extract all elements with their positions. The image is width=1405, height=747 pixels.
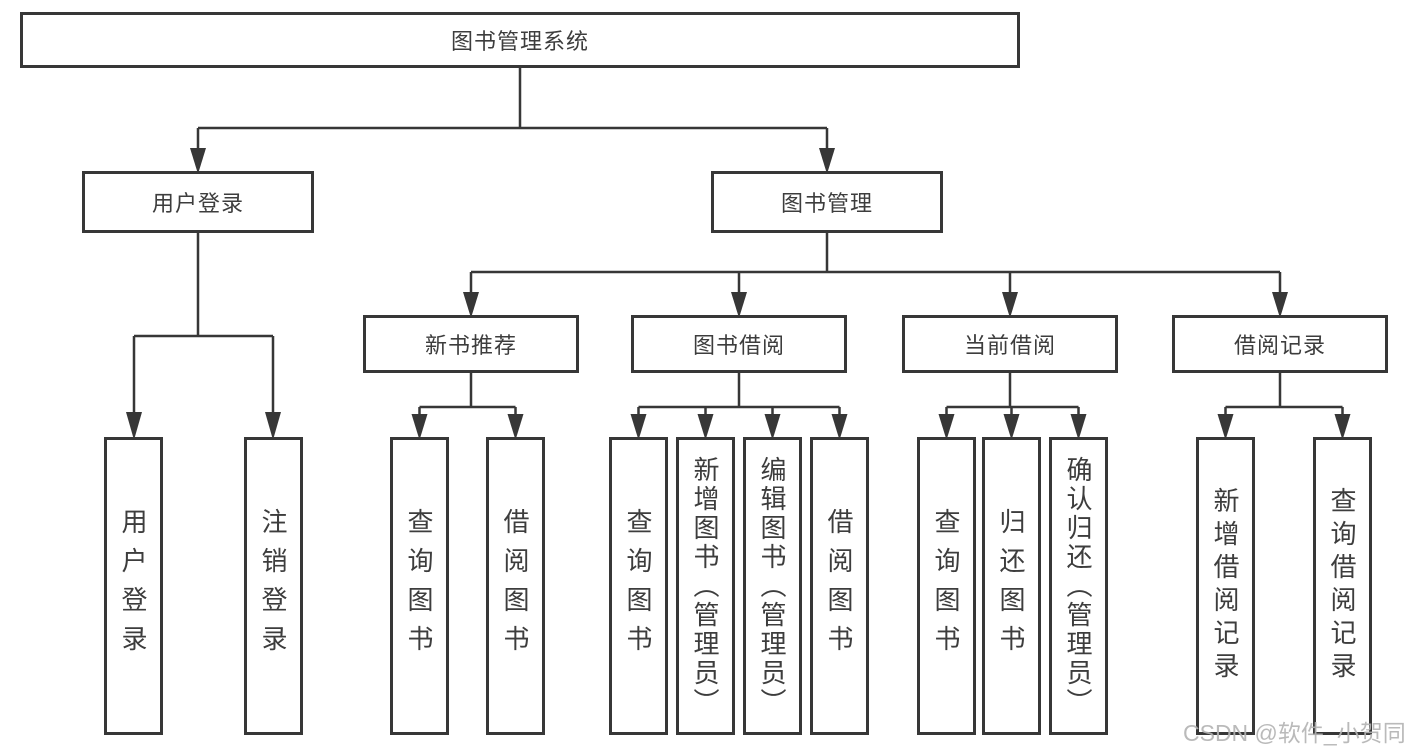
leaf-query-borrow-record: 查询借阅记录 (1313, 437, 1372, 735)
node-user-login: 用户登录 (82, 171, 314, 233)
connector-user-login-to-leaves (126, 233, 281, 440)
leaf-edit-book-admin: 编辑图书（管理员） (743, 437, 802, 735)
node-library-system: 图书管理系统 (20, 12, 1020, 68)
connector-current-borrow-to-leaves (938, 373, 1087, 440)
node-current-borrow: 当前借阅 (902, 315, 1118, 373)
leaf-query-books: 查询图书 (609, 437, 668, 735)
leaf-return-books: 归还图书 (982, 437, 1041, 735)
csdn-watermark: CSDN @软件_小贺同学 (1183, 720, 1405, 746)
leaf-borrow-books: 借阅图书 (486, 437, 545, 735)
leaf-add-borrow-record: 新增借阅记录 (1196, 437, 1255, 735)
connector-book-borrow-to-leaves (630, 373, 848, 440)
node-new-book-recommend: 新书推荐 (363, 315, 579, 373)
leaf-query-books: 查询图书 (390, 437, 449, 735)
leaf-borrow-books: 借阅图书 (810, 437, 869, 735)
connector-new-book-to-leaves (411, 373, 524, 440)
node-book-borrow: 图书借阅 (631, 315, 847, 373)
leaf-logout-login: 注销登录 (244, 437, 303, 735)
node-book-management: 图书管理 (711, 171, 943, 233)
leaf-confirm-return-admin: 确认归还（管理员） (1049, 437, 1108, 735)
connector-root-to-level2 (190, 68, 835, 174)
connector-book-management-to-level3 (463, 233, 1288, 318)
leaf-user-login: 用户登录 (104, 437, 163, 735)
node-borrow-records: 借阅记录 (1172, 315, 1388, 373)
leaf-query-books: 查询图书 (917, 437, 976, 735)
leaf-add-book-admin: 新增图书（管理员） (676, 437, 735, 735)
connector-borrow-records-to-leaves (1217, 373, 1351, 440)
